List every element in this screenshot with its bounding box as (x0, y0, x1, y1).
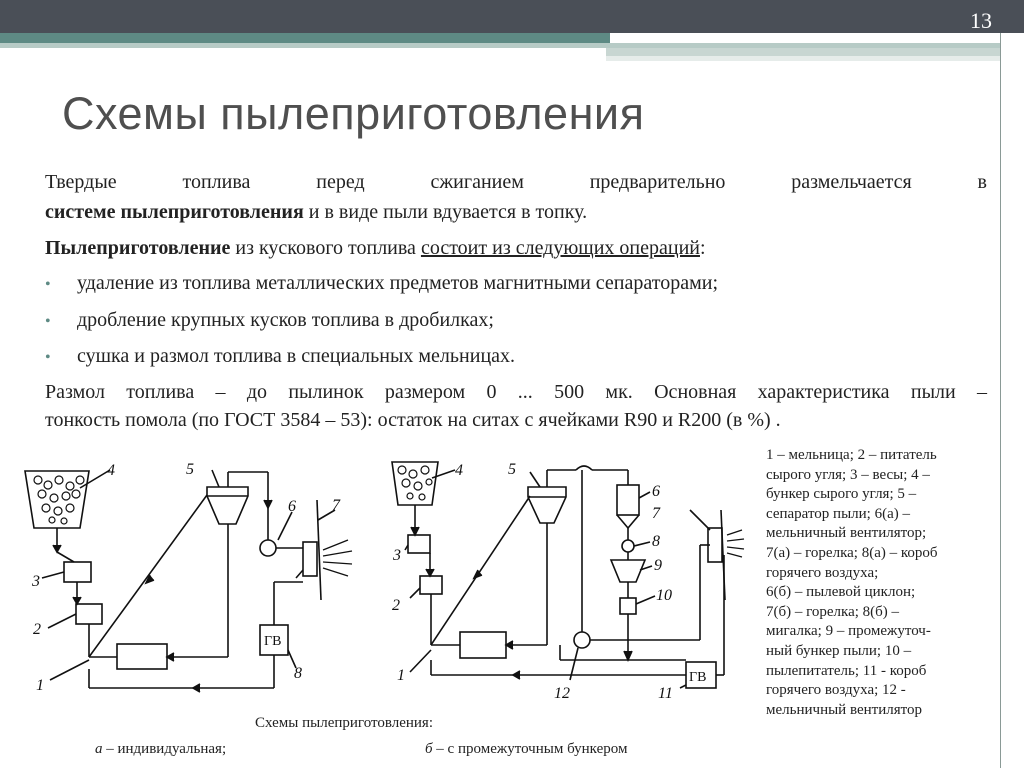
caption-a-text: – индивидуальная; (102, 741, 227, 757)
diagram-caption-b: б – с промежуточным бункером (425, 740, 627, 758)
caption-b-letter: б (425, 741, 433, 757)
burner-b (707, 527, 723, 563)
label-12: 12 (554, 685, 570, 702)
operations-bold-term: Пылеприготовление (45, 237, 231, 259)
cyclone (616, 484, 640, 516)
legend-line: сырого угля; 3 – весы; 4 – (766, 466, 930, 483)
intermediate-bunker (609, 559, 647, 583)
grinding-line-2: тонкость помола (по ГОСТ 3584 – 53): ост… (45, 409, 781, 431)
label-2: 2 (33, 621, 41, 638)
right-border-line (1000, 33, 1001, 768)
label-4: 4 (107, 462, 115, 479)
bullet-dot-icon: • (45, 276, 51, 293)
bullet-dot-icon: • (45, 313, 51, 330)
legend-line: сепаратор пыли; 6(а) – (766, 505, 910, 522)
operations-colon: : (699, 237, 706, 259)
flame-rays-b (726, 529, 745, 558)
bullet-text: сушка и размол топлива в специальных мел… (77, 345, 516, 367)
label-8: 8 (294, 665, 302, 682)
legend-line: ный бункер пыли; 10 – (766, 642, 912, 659)
separator-b (527, 486, 567, 524)
header-accent-band-light (0, 43, 1000, 48)
flap-circle (621, 539, 635, 553)
burner (302, 541, 318, 577)
list-item: • сушка и размол топлива в специальных ме… (45, 341, 515, 373)
scale-box-b (407, 534, 431, 554)
legend-line: бункер сырого угля; 5 – (766, 486, 917, 503)
header-accent-band-right-light (606, 56, 1001, 61)
header-bar (0, 0, 1024, 33)
list-item: • дробление крупных кусков топлива в дроб… (45, 305, 494, 337)
label-4: 4 (455, 462, 463, 479)
legend-line: 7(б) – горелка; 8(б) – (766, 603, 900, 620)
coal-hopper-b (391, 461, 439, 506)
feeder-box-b (419, 575, 443, 595)
label-1: 1 (36, 677, 44, 694)
label-11: 11 (658, 685, 673, 702)
caption-a-letter: а (95, 741, 103, 757)
mill-box-b (459, 631, 507, 659)
scheme-a (24, 469, 353, 693)
label-9: 9 (654, 557, 662, 574)
coal-hopper (24, 470, 90, 529)
legend-line: мельничный вентилятор (766, 701, 922, 718)
legend-line: 6(б) – пылевой циклон; (766, 584, 916, 601)
caption-b-text: – с промежуточным бункером (432, 741, 628, 757)
intro-line-1: Твердые топлива перед сжиганием предвари… (45, 171, 987, 193)
label-7: 7 (332, 497, 341, 514)
fan-circle (259, 539, 277, 557)
bullet-text: удаление из топлива металлических предме… (77, 272, 718, 294)
bullet-dot-icon: • (45, 349, 51, 366)
coal-lumps (33, 475, 85, 525)
label-2: 2 (392, 597, 400, 614)
scheme-b (391, 461, 745, 689)
operations-lead: Пылеприготовление из кускового топлива с… (45, 233, 987, 263)
label-5: 5 (508, 461, 516, 478)
mill-box (116, 643, 168, 670)
legend-line: мигалка; 9 – промежуточ- (766, 623, 931, 640)
grinding-line-1: Размол топлива – до пылинок размером 0 .… (45, 381, 987, 403)
list-item: • удаление из топлива металлических предм… (45, 268, 718, 300)
intro-bold-term: системе пылеприготовления (45, 201, 304, 223)
label-7: 7 (652, 505, 661, 522)
fan-circle-12 (573, 631, 591, 649)
slide-number: 13 (970, 8, 992, 33)
label-6: 6 (652, 483, 660, 500)
operations-underlined: состоит из следующих операций (420, 237, 700, 259)
label-3: 3 (31, 573, 40, 590)
legend-line: пылепитатель; 11 - короб (766, 662, 927, 679)
legend-line: 1 – мельница; 2 – питатель (766, 447, 937, 463)
coal-lumps-b (397, 465, 433, 501)
label-8: 8 (652, 533, 660, 550)
label-10: 10 (656, 587, 672, 604)
bullet-text: дробление крупных кусков топлива в дроби… (77, 309, 494, 331)
slide-title: Схемы пылеприготовления (62, 88, 645, 139)
intro-line-2: системе пылеприготовления и в виде пыли … (45, 197, 987, 227)
dust-feeder (619, 597, 637, 615)
flame-rays (322, 539, 353, 577)
label-6: 6 (288, 498, 296, 515)
scheme-a-labels: 4 5 6 7 3 2 1 8 ГВ (31, 461, 341, 694)
header-accent-band-right (606, 48, 1001, 56)
feeder-box (75, 603, 103, 625)
label-5: 5 (186, 461, 194, 478)
legend-line: мельничный вентилятор; (766, 525, 927, 542)
diagram-legend: 1 – мельница; 2 – питатель сырого угля; … (766, 446, 991, 720)
separator (206, 486, 249, 525)
diagram-caption-title: Схемы пылеприготовления: (255, 715, 434, 731)
hot-air-label-a: ГВ (264, 634, 281, 649)
legend-line: 7(а) – горелка; 8(а) – короб (766, 544, 938, 561)
legend-line: горячего воздуха; 12 - (766, 682, 906, 699)
scheme-b-labels: 4 5 6 7 8 9 10 3 2 1 12 11 ГВ (392, 461, 706, 702)
label-1: 1 (397, 667, 405, 684)
scale-box (63, 561, 92, 583)
header-accent-band (0, 33, 610, 43)
intro-line-2-rest: и в виде пыли вдувается в топку. (303, 201, 588, 223)
diagram-caption-a: а – индивидуальная; (95, 740, 226, 758)
label-3: 3 (392, 547, 401, 564)
hot-air-label-b: ГВ (689, 670, 706, 685)
legend-line: горячего воздуха; (766, 564, 879, 581)
operations-middle: из кускового топлива (230, 237, 421, 259)
